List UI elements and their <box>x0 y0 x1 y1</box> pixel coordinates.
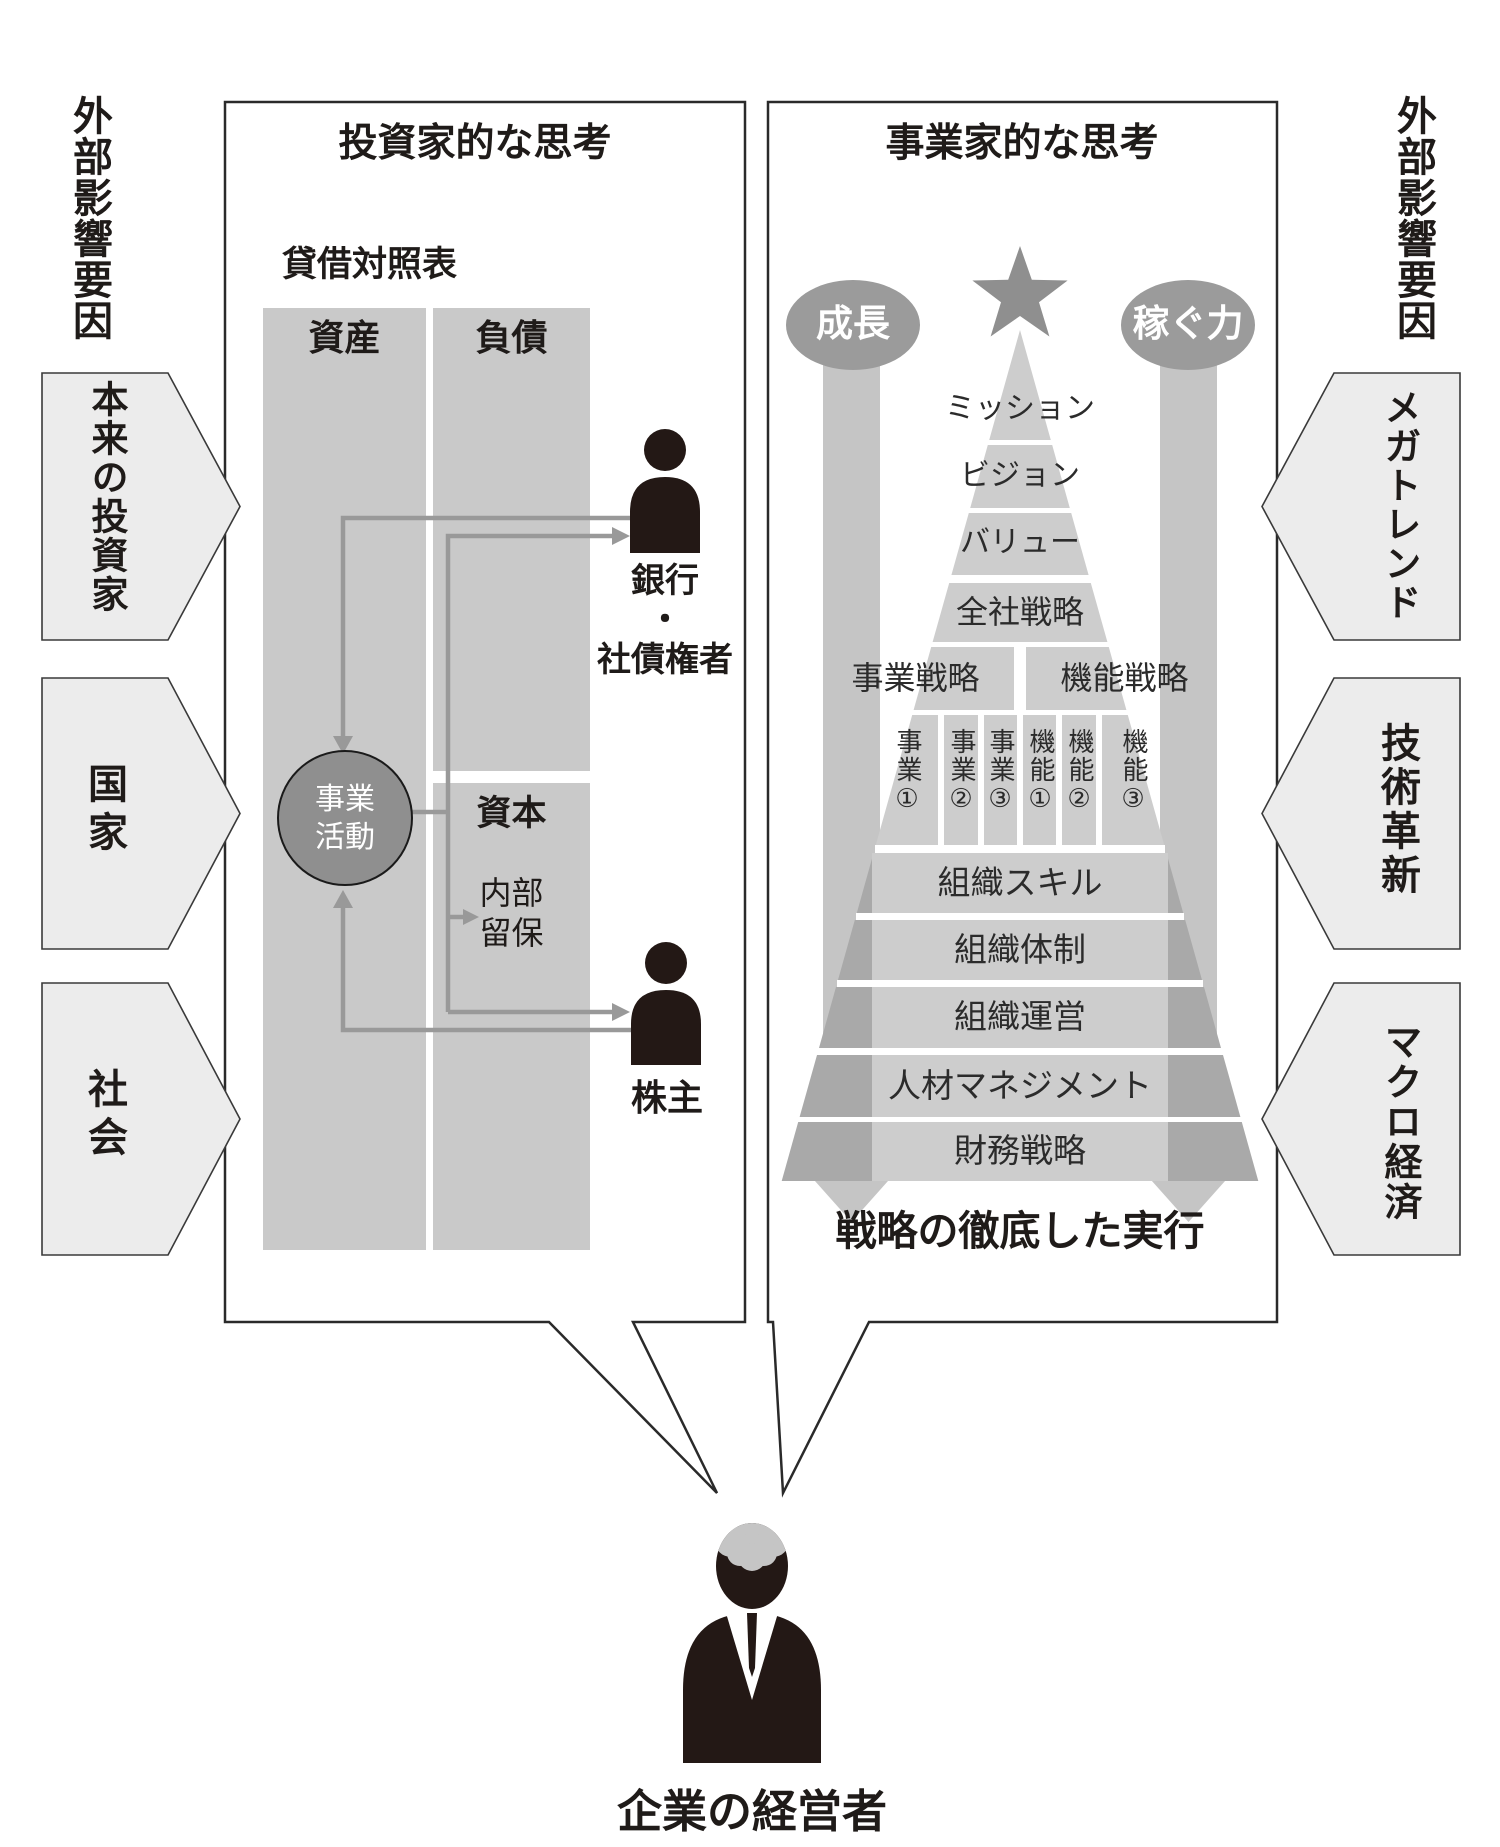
manager-label: 企業の経営者 <box>616 1786 887 1837</box>
arrowhead-down-icon <box>333 736 353 754</box>
layer-label-org-structure: 組織体制 <box>954 931 1086 968</box>
business-activity-label: 事業 活動 <box>315 783 375 854</box>
chevron-label-macroeconomy: マクロ経済 <box>1378 1022 1420 1222</box>
chevron-megatrend <box>1261 372 1461 641</box>
retained-earnings-label: 内部 留保 <box>479 875 544 951</box>
unit-label: 機能③ <box>1119 728 1149 816</box>
chevron-macroeconomy <box>1261 982 1461 1256</box>
flank <box>781 1122 872 1181</box>
unit-label: 事業① <box>893 728 923 816</box>
star-icon <box>972 246 1068 337</box>
flank <box>1168 1122 1259 1181</box>
flank <box>1168 987 1221 1048</box>
unit-column <box>984 715 1017 845</box>
unit-column <box>1023 715 1056 845</box>
chevron-label-megatrend: メガトレンド <box>1379 388 1420 622</box>
assets-header: 資産 <box>308 317 381 358</box>
unit-column <box>875 715 938 845</box>
left-factor-label: 外部影響要因 <box>67 95 111 341</box>
chevron-investors <box>41 372 241 641</box>
external-factor-chevrons <box>41 372 1461 1256</box>
shareholder-label: 株主 <box>630 1077 703 1118</box>
chevron-label-innovation: 技術革新 <box>1375 722 1419 898</box>
unit-label: 事業③ <box>986 728 1016 816</box>
chevron-label-investors: 本来の投資家 <box>86 380 127 614</box>
chevron-nation <box>41 677 241 950</box>
layer-label-org-skill: 組織スキル <box>937 864 1103 901</box>
right-factor-label: 外部影響要因 <box>1391 95 1435 341</box>
layer-vision <box>970 445 1070 508</box>
pyramid-layers <box>872 330 1168 1181</box>
layer-label-mission: ミッション <box>945 392 1095 425</box>
layer-org-operation <box>872 987 1168 1048</box>
pyramid-flanks <box>781 858 1259 1181</box>
liabilities-column <box>433 308 590 771</box>
growth-badge: 成長 <box>816 303 890 344</box>
unit-column <box>1102 715 1165 845</box>
layer-label-org-operation: 組織運営 <box>954 998 1086 1035</box>
layer-org-structure <box>872 920 1168 980</box>
manager-person-icon <box>683 1523 821 1763</box>
pyramid-separators <box>799 845 1241 1122</box>
investor-panel-title: 投資家的な思考 <box>338 122 612 165</box>
arrowhead-up-icon <box>333 890 353 908</box>
stakeholder-icons <box>630 429 701 1065</box>
shareholder-person-icon <box>631 942 701 1065</box>
chevron-label-nation: 国家 <box>82 763 126 859</box>
balance-sheet-title: 貸借対照表 <box>282 245 458 284</box>
arrowhead-right-icon <box>463 909 479 925</box>
arrowhead-right-icon <box>612 527 630 545</box>
balance-sheet-columns <box>263 308 590 1250</box>
layer-label-business-strategy: 事業戦略 <box>851 660 980 696</box>
flank <box>1168 920 1202 980</box>
bank-label: 銀行 ・ 社債権者 <box>597 562 733 679</box>
earning-badge-shape <box>1121 280 1255 370</box>
arrowhead-right-icon <box>612 1003 630 1021</box>
layer-functional-strategy <box>1026 647 1127 710</box>
chevron-innovation <box>1261 677 1461 950</box>
liabilities-header: 負債 <box>475 317 548 358</box>
unit-column <box>1062 715 1096 845</box>
activity-to-bank-arrow <box>445 533 612 1012</box>
layer-mission <box>989 330 1051 440</box>
flank <box>819 987 872 1048</box>
layer-label-functional-strategy: 機能戦略 <box>1060 660 1189 696</box>
tie <box>747 1613 757 1677</box>
layer-corporate-strategy <box>932 583 1108 642</box>
bank-person-icon <box>630 429 700 553</box>
layer-label-corporate-strategy: 全社戦略 <box>955 594 1084 630</box>
pyramid-badges <box>786 280 1255 370</box>
flank <box>1168 1055 1241 1117</box>
layer-value <box>951 513 1089 575</box>
layer-label-value: バリュー <box>960 526 1080 559</box>
layer-org-skill <box>872 853 1168 913</box>
unit-label: 機能② <box>1065 728 1095 816</box>
layer-hr-management <box>872 1055 1168 1117</box>
bank-to-activity-arrow <box>340 515 633 742</box>
layer-business-strategy <box>913 647 1014 710</box>
business-activity-circle <box>277 750 413 886</box>
earning-badge: 稼ぐ力 <box>1132 303 1244 344</box>
shareholder-to-activity-arrow <box>340 902 633 1033</box>
chevron-society <box>41 982 241 1256</box>
business-panel-title: 事業家的な思考 <box>885 122 1159 165</box>
money-flow-arrows <box>333 515 633 1033</box>
unit-label: 機能① <box>1026 728 1056 816</box>
chevron-label-society: 社会 <box>82 1068 126 1164</box>
flank <box>1168 858 1184 913</box>
capital-column <box>433 783 590 1250</box>
flank <box>838 920 872 980</box>
layer-label-financial-strategy: 財務戦略 <box>954 1132 1086 1169</box>
layer-financial-strategy <box>872 1122 1168 1181</box>
layer-label-hr-management: 人材マネジメント <box>888 1067 1152 1104</box>
flank <box>856 858 872 913</box>
capital-label: 資本 <box>476 794 547 833</box>
growth-badge-shape <box>786 280 920 370</box>
execution-caption: 戦略の徹底した実行 <box>835 1208 1205 1254</box>
unit-label: 事業② <box>947 728 977 816</box>
layer-label-vision: ビジョン <box>960 459 1080 492</box>
flank <box>799 1055 872 1117</box>
unit-column <box>944 715 978 845</box>
